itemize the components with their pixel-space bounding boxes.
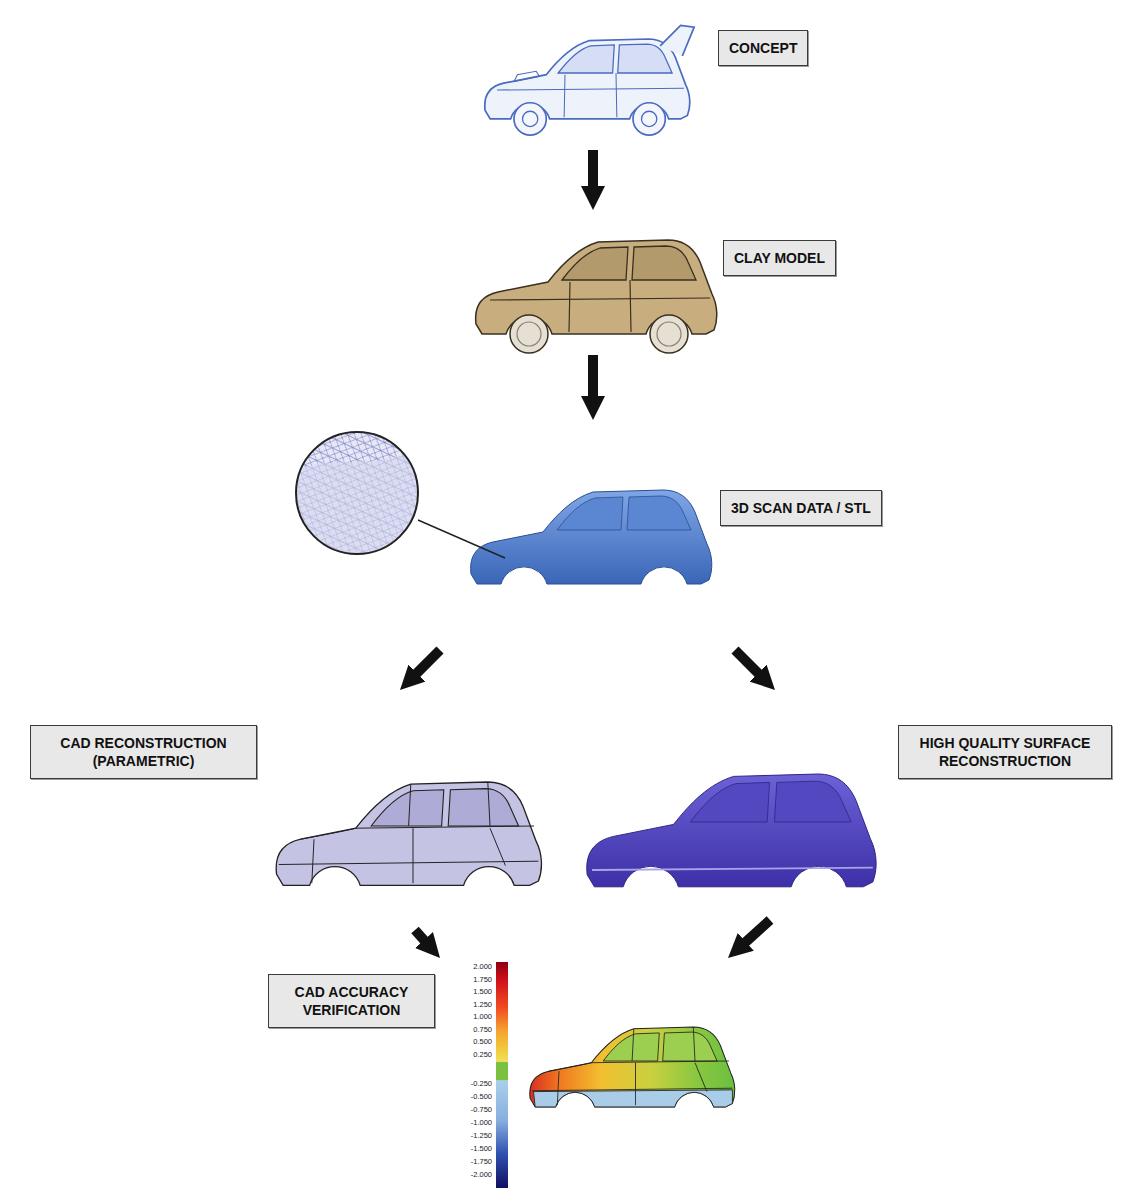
stage-node: CONCEPT (470, 0, 815, 150)
scale-value: -0.500 (440, 1093, 492, 1101)
stage-node: 3D SCAN DATA / STL (290, 420, 930, 650)
stage-node: HIGH QUALITY SURFACE RECONSTRUCTION (575, 690, 1115, 920)
flow-arrow (588, 355, 598, 403)
scale-value: -0.750 (440, 1106, 492, 1114)
stage-label: CAD ACCURACY VERIFICATION (268, 974, 435, 1028)
scale-value: -1.000 (440, 1119, 492, 1127)
scale-value: 1.250 (440, 1001, 492, 1009)
scan-model (471, 490, 712, 584)
scale-value: -2.000 (440, 1171, 492, 1179)
scale-value: 1.000 (440, 1013, 492, 1021)
scale-value: 2.000 (440, 963, 492, 971)
scale-value: 0.750 (440, 1026, 492, 1034)
cad-model (276, 782, 541, 885)
surface-model (587, 774, 876, 887)
flow-arrow (588, 150, 598, 193)
deviation-color-bar (496, 962, 508, 1188)
stage-label: CONCEPT (718, 30, 808, 66)
flow-arrow (412, 650, 440, 678)
stage-label: 3D SCAN DATA / STL (720, 490, 882, 526)
scale-value: 0.250 (440, 1051, 492, 1059)
flow-arrow (415, 930, 429, 945)
stage-node: CLAY MODEL (470, 210, 840, 355)
concept-sketch (485, 25, 694, 135)
flow-arrow (735, 650, 763, 678)
stage-label: CLAY MODEL (723, 240, 836, 276)
verification-model (530, 1027, 735, 1107)
scale-value: 0.500 (440, 1038, 492, 1046)
stage-node: CAD ACCURACY VERIFICATION (268, 958, 738, 1163)
scale-value: -1.750 (440, 1158, 492, 1166)
stage-node: CAD RECONSTRUCTION (PARAMETRIC) (25, 690, 550, 930)
scale-value: -1.250 (440, 1132, 492, 1140)
stage-label: HIGH QUALITY SURFACE RECONSTRUCTION (898, 725, 1112, 779)
mesh-zoom-callout (290, 420, 505, 570)
clay-model (476, 240, 717, 353)
scale-value: 1.750 (440, 976, 492, 984)
stage-label: CAD RECONSTRUCTION (PARAMETRIC) (30, 725, 257, 779)
flow-arrow (740, 920, 770, 947)
scale-value: 1.500 (440, 988, 492, 996)
scale-value: -1.500 (440, 1145, 492, 1153)
scale-value: -0.250 (440, 1080, 492, 1088)
